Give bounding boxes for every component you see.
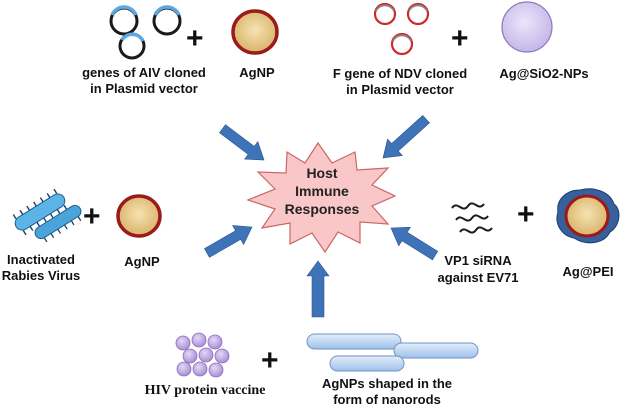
ag-pei-particle <box>556 188 620 244</box>
agnp-label-aiv: AgNP <box>239 65 275 80</box>
rabies-virus-icons <box>12 188 82 243</box>
plus-ev71: + <box>517 198 535 231</box>
arrows <box>204 115 439 318</box>
rabies-label-line-1: Inactivated <box>7 252 75 267</box>
aiv-plasmids <box>109 5 182 60</box>
ev71-label-line-1: VP1 siRNA <box>444 253 512 268</box>
center-line-2: Immune <box>295 183 349 199</box>
starburst-shape <box>246 141 397 254</box>
arrow-ndv-to-center <box>382 115 430 159</box>
ag-pei-label: Ag@PEI <box>563 264 614 279</box>
nanorod-label-line-1: AgNPs shaped in the <box>322 376 452 391</box>
hiv-label: HIV protein vaccine <box>145 383 266 398</box>
plus-ndv: + <box>451 22 469 55</box>
ndv-label-line-2: in Plasmid vector <box>346 82 454 97</box>
agnp-label-rabies: AgNP <box>124 254 160 269</box>
aiv-label-line-2: in Plasmid vector <box>90 81 198 96</box>
ag-sio2-particle <box>501 1 553 53</box>
rabies-group: + Inactivated Rabies Virus AgNP <box>2 188 162 283</box>
aiv-label-line-1: genes of AIV cloned <box>82 65 206 80</box>
sirna-icon <box>451 202 493 234</box>
aiv-group: + genes of AIV cloned in Plasmid vector … <box>82 5 279 96</box>
arrow-hiv-to-center <box>306 260 330 318</box>
nanorod-label-line-2: form of nanorods <box>333 392 441 407</box>
arrow-aiv-to-center <box>219 124 265 161</box>
agnp-particle-aiv <box>231 9 279 55</box>
hiv-protein-cluster <box>175 332 230 378</box>
nanorods <box>306 333 479 372</box>
ag-sio2-label: Ag@SiO2-NPs <box>499 66 588 81</box>
center-line-1: Host <box>306 165 337 181</box>
ev71-label-line-2: against EV71 <box>438 270 519 285</box>
ev71-group: + VP1 siRNA against EV71 Ag@PEI <box>438 188 620 285</box>
ndv-group: + F gene of NDV cloned in Plasmid vector… <box>333 1 589 97</box>
ndv-plasmids <box>373 2 430 56</box>
plus-hiv: + <box>261 344 279 377</box>
center-line-3: Responses <box>285 201 360 217</box>
plus-rabies: + <box>83 200 101 233</box>
agnp-particle-rabies <box>116 194 162 238</box>
hiv-group: + HIV protein vaccine AgNPs shaped in th… <box>145 332 479 407</box>
arrow-rabies-to-center <box>204 225 253 258</box>
ndv-label-line-1: F gene of NDV cloned <box>333 66 467 81</box>
host-immune-responses-starburst: Host Immune Responses <box>246 141 397 254</box>
rabies-label-line-2: Rabies Virus <box>2 268 81 283</box>
plus-aiv: + <box>186 22 204 55</box>
arrow-ev71-to-center <box>390 226 439 261</box>
